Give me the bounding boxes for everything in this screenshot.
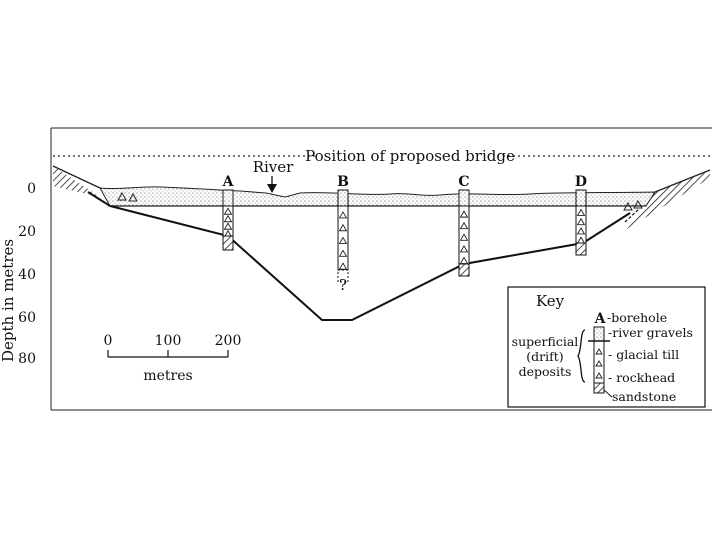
borehole-label-d: D [575,174,587,190]
scale-tick-200: 200 [215,333,242,349]
river-gravels-layer [99,186,656,207]
left-slope-rock [53,166,100,197]
scale-tick-0: 0 [104,333,113,349]
key-borehole-letter: A [594,311,607,327]
key-sandstone-leader [603,389,613,398]
borehole-label-b: B [337,174,349,190]
y-tick-20: 20 [18,224,36,240]
key-drift: (drift) [526,349,563,364]
key-borehole: -borehole [607,310,667,325]
key-river-gravels: -river gravels [608,325,693,340]
till-triangles-left [117,191,138,202]
y-tick-40: 40 [18,267,36,283]
y-tick-80: 80 [18,351,36,367]
y-tick-0: 0 [27,181,36,197]
key-superficial: superficial [512,334,579,349]
scale-tick-100: 100 [155,333,182,349]
key-sandstone: sandstone [612,389,676,404]
borehole-b [337,189,349,283]
river-label: River [253,158,294,176]
y-axis-label: Depth in metres [0,239,17,362]
river-arrow-head [267,184,277,193]
scale-unit: metres [143,368,192,384]
till-triangles-right [623,199,643,211]
borehole-d [575,189,587,256]
key-brace [577,329,586,383]
rockhead-line [87,191,631,321]
rockhead-dashed [624,207,641,223]
key-borehole-column [588,326,610,394]
left-slope-surface [52,165,101,189]
borehole-c [458,189,470,277]
boreholes-group [222,189,587,283]
borehole-label-c: C [458,174,469,190]
borehole-b-unknown-marker: ? [339,276,347,294]
key-glacial-till: - glacial till [608,347,679,362]
borehole-label-a: A [222,174,235,190]
bridge-label-bg [316,147,504,165]
borehole-a [222,189,234,251]
key-rockhead: - rockhead [608,370,675,385]
y-tick-60: 60 [18,310,36,326]
right-slope-rock [625,170,710,230]
scale-bar [107,350,229,358]
key-title: Key [536,292,565,310]
key-box [507,286,706,408]
key-deposits: deposits [519,364,572,379]
bridge-label: Position of proposed bridge [305,147,515,165]
right-slope-surface [654,169,711,193]
